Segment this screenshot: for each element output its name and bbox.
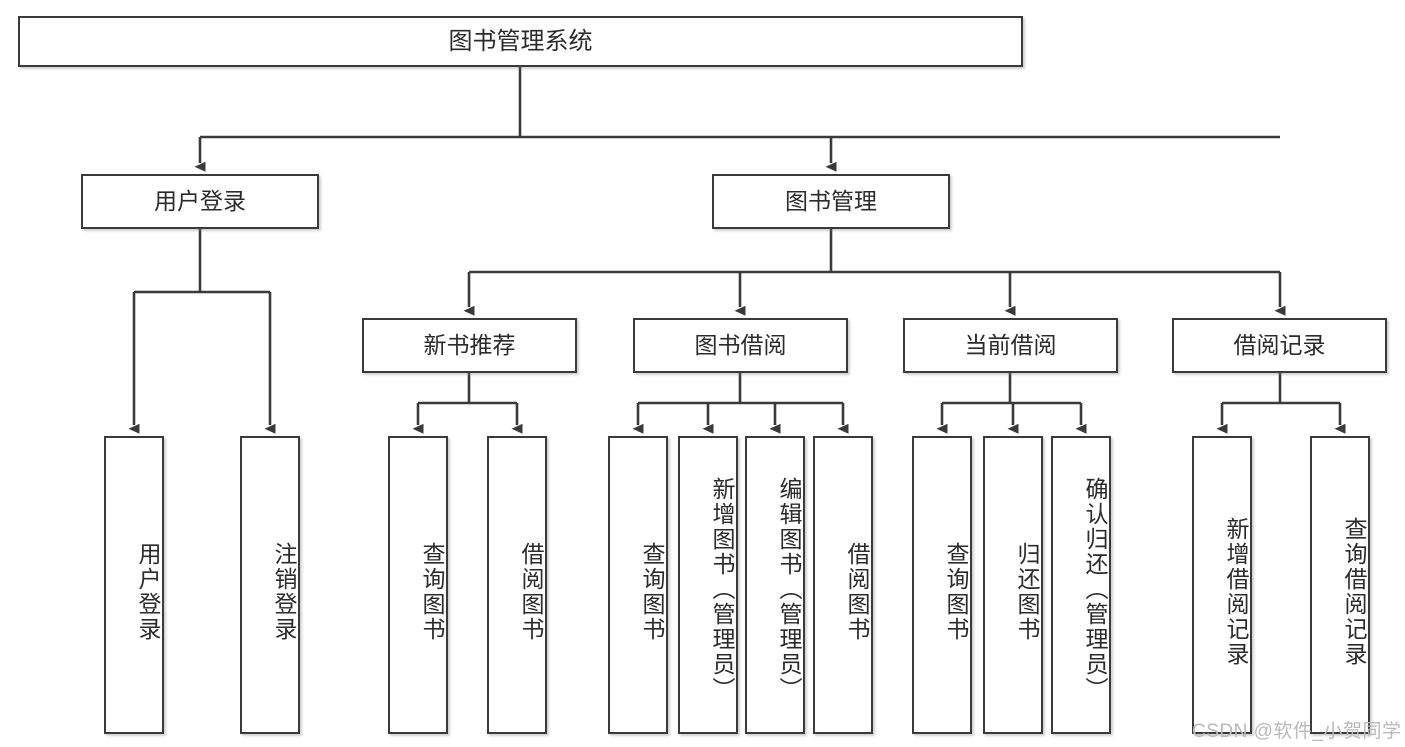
- node-leaf-borrow-book-1[interactable]: 借阅图书: [487, 436, 547, 734]
- node-leaf-user-login[interactable]: 用户登录: [104, 436, 164, 734]
- node-leaf-query-book-3[interactable]: 查询图书: [912, 436, 972, 734]
- watermark-text: CSDN @软件_小贺同学: [1192, 721, 1402, 742]
- node-leaf-edit-book-admin[interactable]: 编辑图书（管理员）: [745, 436, 805, 734]
- node-leaf-borrow-book-2[interactable]: 借阅图书: [813, 436, 873, 734]
- node-book-borrow[interactable]: 图书借阅: [633, 318, 848, 373]
- node-leaf-return-book[interactable]: 归还图书: [983, 436, 1043, 734]
- node-leaf-user-logout[interactable]: 注销登录: [240, 436, 300, 734]
- node-book-management[interactable]: 图书管理: [712, 174, 950, 229]
- node-borrow-record[interactable]: 借阅记录: [1172, 318, 1387, 373]
- node-new-book-recommend[interactable]: 新书推荐: [362, 318, 577, 373]
- node-user-login[interactable]: 用户登录: [81, 174, 319, 229]
- node-leaf-query-book-1[interactable]: 查询图书: [388, 436, 448, 734]
- node-leaf-add-borrow-record[interactable]: 新增借阅记录: [1192, 436, 1252, 734]
- node-leaf-add-book-admin[interactable]: 新增图书（管理员）: [678, 436, 738, 734]
- node-root-system[interactable]: 图书管理系统: [18, 16, 1023, 67]
- node-leaf-query-book-2[interactable]: 查询图书: [608, 436, 668, 734]
- node-current-borrow[interactable]: 当前借阅: [903, 318, 1118, 373]
- node-leaf-query-borrow-record[interactable]: 查询借阅记录: [1310, 436, 1370, 734]
- node-leaf-confirm-return-admin[interactable]: 确认归还（管理员）: [1051, 436, 1111, 734]
